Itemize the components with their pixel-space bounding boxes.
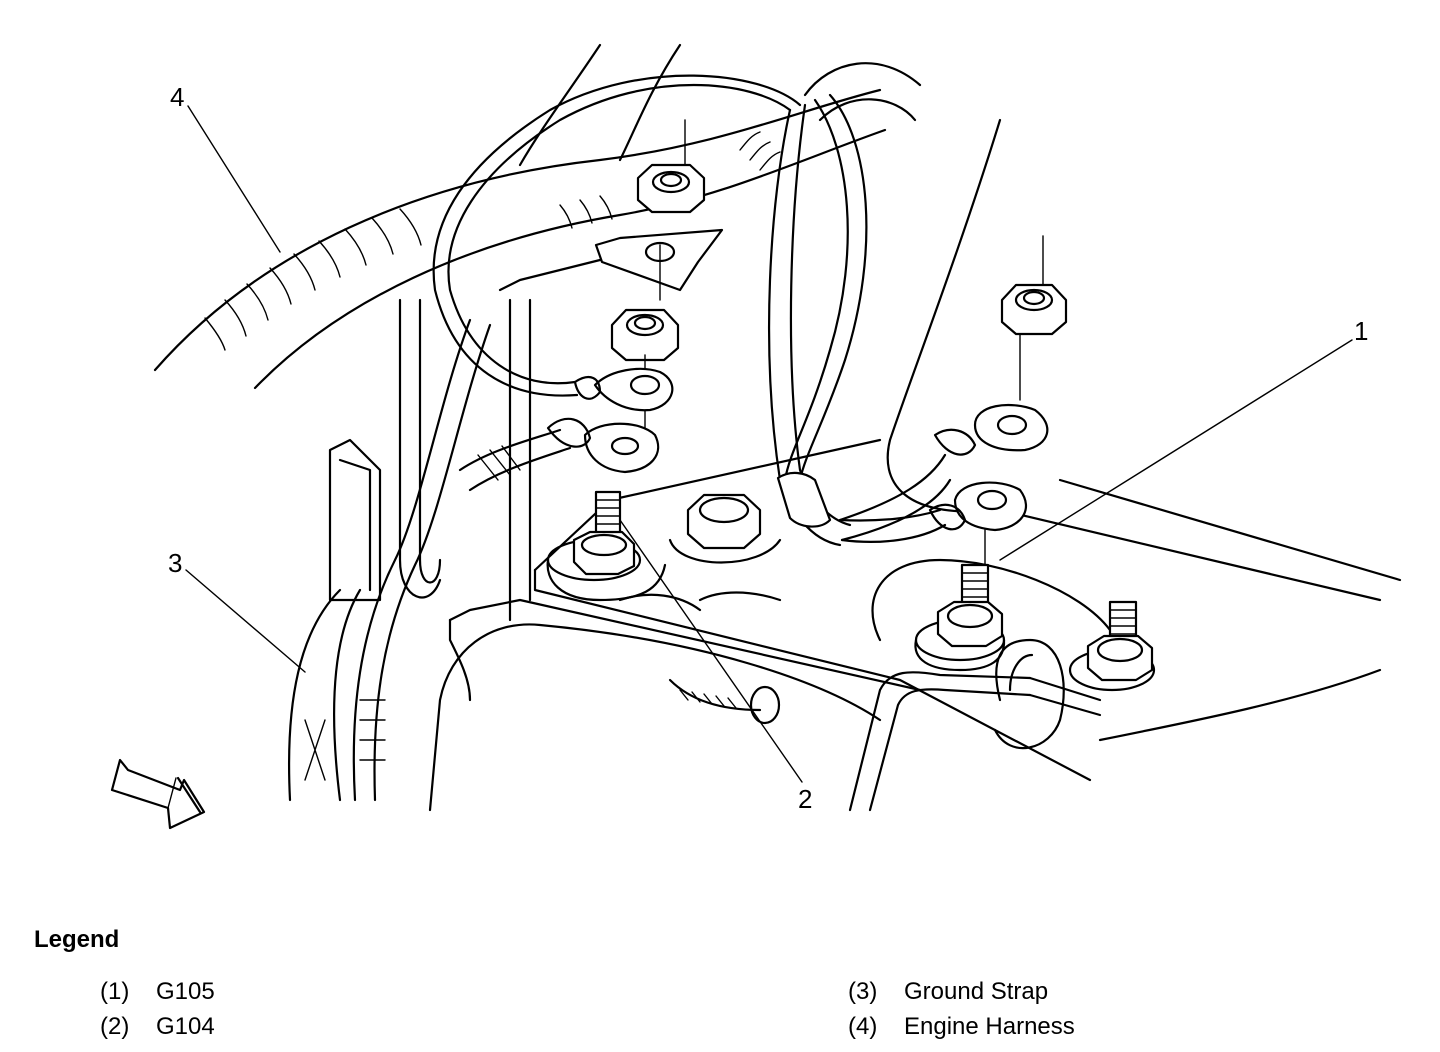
legend-item-number: (4) [848, 1013, 878, 1040]
engine-harness-drawing [153, 62, 922, 390]
bracket-housing [328, 258, 602, 622]
right-stud-clamp [848, 600, 1156, 812]
vehicle-body-outline [518, 43, 1402, 742]
legend-item: (3) Ground Strap [848, 978, 1048, 1006]
legend-item: (4) Engine Harness [848, 1013, 1075, 1041]
g105-ground-assembly [914, 235, 1068, 672]
callout-3: 3 [168, 548, 183, 578]
forward-arrow-icon [110, 758, 206, 830]
callout-leader-4 [187, 105, 281, 253]
callout-2: 2 [798, 784, 813, 814]
center-wire-loom [768, 93, 952, 547]
legend-item-number: (3) [848, 978, 878, 1005]
legend-item-label: G104 [156, 1013, 215, 1040]
legend-item: (1) G105 [100, 978, 215, 1006]
legend-item: (2) G104 [100, 1013, 215, 1041]
callout-leader-3 [185, 569, 306, 673]
callout-leader-1 [999, 339, 1353, 561]
legend-item-number: (1) [100, 978, 130, 1005]
callout-1: 1 [1354, 316, 1369, 346]
legend-item-label: Ground Strap [904, 978, 1049, 1005]
legend-item-number: (2) [100, 1013, 130, 1040]
callout-4: 4 [170, 82, 185, 112]
center-bolt [668, 493, 782, 564]
g104-ground-assembly [432, 74, 802, 602]
callout-leader-2 [619, 519, 803, 783]
legend-item-label: G105 [156, 978, 215, 1005]
legend-item-label: Engine Harness [904, 1013, 1075, 1040]
ground-location-illustration [110, 43, 1402, 830]
legend-title: Legend [34, 926, 120, 953]
